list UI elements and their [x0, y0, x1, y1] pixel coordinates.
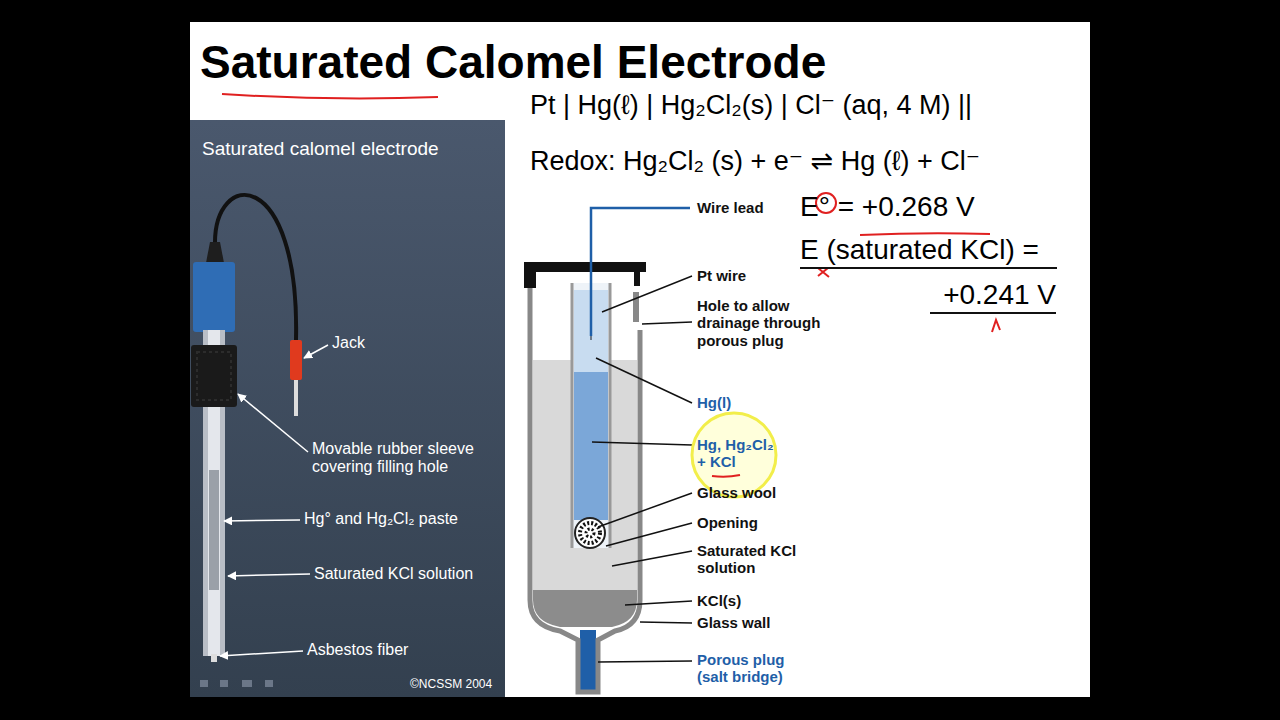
wire-lead: [591, 208, 690, 336]
fiber-tip: [211, 654, 217, 662]
sleeve-texture: [197, 352, 231, 400]
slide-background: [190, 22, 1090, 697]
red-underline: [222, 94, 438, 98]
mercury-paste: [574, 372, 608, 520]
paste-region: [209, 470, 219, 590]
part-label: Wire lead: [697, 199, 764, 216]
rubber-sleeve: [191, 345, 237, 407]
glass-wool-texture: [580, 523, 600, 543]
red-mark: [818, 268, 829, 277]
photo-panel: [190, 120, 505, 697]
part-label: Hole to allow drainage through porous pl…: [697, 297, 847, 349]
leader-line: [596, 358, 692, 403]
part-label: Saturated KCl solution: [314, 565, 473, 583]
stopper: [524, 262, 646, 288]
part-label: Hg(l): [697, 394, 731, 411]
leader-line: [238, 394, 308, 452]
panel-title: Saturated calomel electrode: [202, 138, 439, 160]
drain-tab: [633, 292, 639, 322]
blue-cap: [193, 262, 235, 332]
cap-top: [206, 242, 224, 263]
leader-line: [592, 442, 692, 445]
inner-wall: [571, 283, 574, 548]
red-underline: [712, 475, 740, 477]
player-icon: [242, 680, 252, 687]
leader-line: [304, 345, 328, 358]
jack-plug: [290, 340, 302, 380]
cell-notation: Pt | Hg(ℓ) | Hg₂Cl₂(s) | Cl⁻ (aq, 4 M) |…: [530, 90, 972, 121]
leader-line: [228, 574, 310, 576]
text-underline: [800, 267, 1057, 269]
glass-wool-texture: [586, 529, 594, 537]
part-label: Glass wool: [697, 484, 776, 501]
part-label: Movable rubber sleeve covering filling h…: [312, 440, 502, 477]
part-label: Opening: [697, 514, 758, 531]
leader-line: [612, 551, 692, 566]
inner-wall: [609, 283, 612, 548]
glass-wool: [575, 518, 605, 548]
red-mark: [992, 320, 1000, 332]
saturated-kcl: [533, 360, 637, 592]
leader-line: [640, 622, 692, 623]
leader-line: [220, 651, 303, 656]
redox-equation: Redox: Hg₂Cl₂ (s) + e⁻ ⇌ Hg (ℓ) + Cl⁻: [530, 146, 980, 177]
part-label: Asbestos fiber: [307, 641, 408, 659]
leader-line: [598, 493, 692, 527]
slide-title: Saturated Calomel Electrode: [200, 36, 826, 89]
part-label: KCl(s): [697, 592, 741, 609]
potential-label: E (saturated KCl) =: [800, 234, 1039, 266]
part-label: Pt wire: [697, 267, 746, 284]
copyright-note: ©NCSSM 2004: [410, 678, 492, 692]
part-label: Hg, Hg₂Cl₂ + KCl: [697, 436, 781, 471]
leader-line: [642, 322, 692, 324]
leader-line: [598, 661, 692, 662]
player-icon: [265, 680, 273, 687]
standard-potential: E° = +0.268 V: [800, 191, 975, 223]
part-label: Saturated KCl solution: [697, 542, 819, 577]
player-icon: [200, 680, 208, 687]
part-label: Jack: [332, 334, 365, 352]
part-label: Hg° and Hg₂Cl₂ paste: [304, 510, 458, 528]
glass-wall: [530, 283, 640, 692]
leader-line: [224, 520, 300, 521]
leader-line: [602, 276, 692, 312]
part-label: Glass wall: [697, 614, 770, 631]
part-label: Porous plug (salt bridge): [697, 651, 809, 686]
porous-plug: [580, 630, 596, 690]
leader-line: [606, 523, 692, 546]
player-icon: [220, 680, 228, 687]
leader-line: [625, 601, 692, 605]
jack-pin: [294, 380, 298, 416]
text-underline: [930, 312, 1056, 314]
potential-value: +0.241 V: [943, 279, 1056, 311]
solid-kcl: [533, 590, 637, 627]
